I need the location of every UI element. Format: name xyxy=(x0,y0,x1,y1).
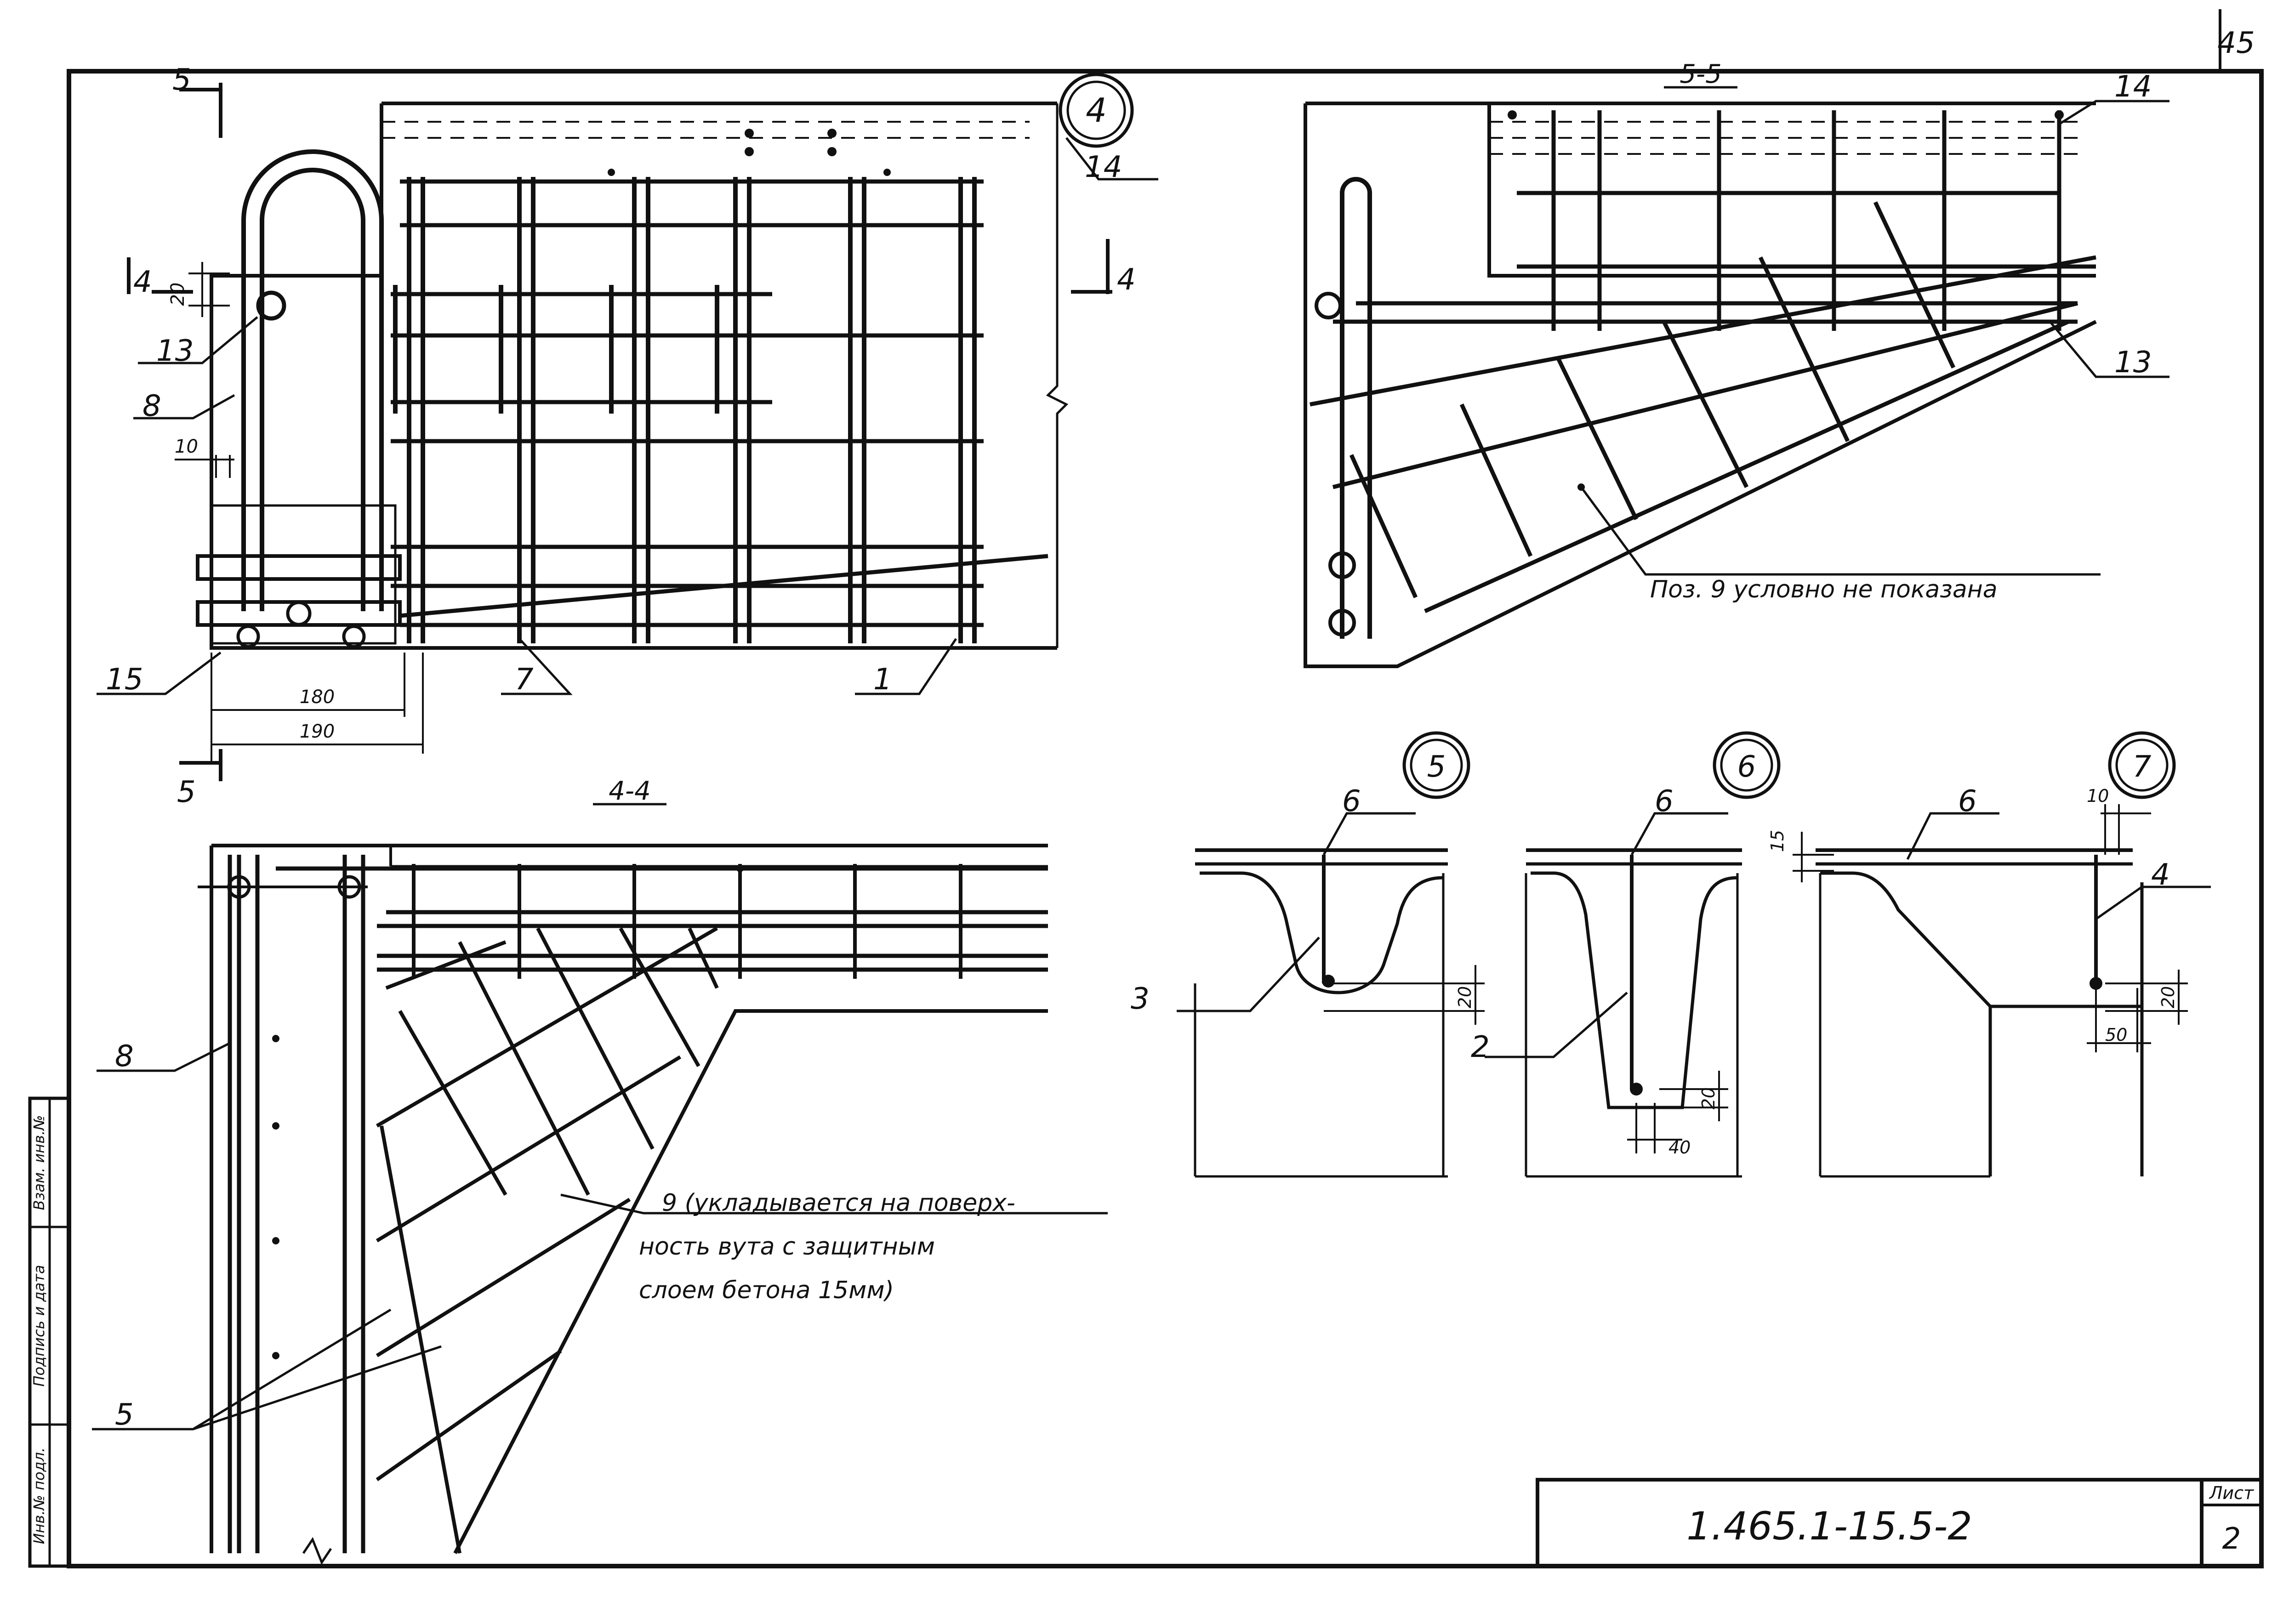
section-4-4-note-line1: 9 (укладывается на поверх- xyxy=(662,1189,1015,1217)
node-5-callout: 5 xyxy=(1427,750,1446,784)
plan-dim-180: 180 xyxy=(300,687,335,708)
node-6-pos-2: 2 xyxy=(1471,1030,1490,1064)
node-7-pos-4: 4 xyxy=(2151,858,2170,892)
plan-section-mark-4-right: 4 xyxy=(1117,263,1136,297)
section-5-5-note: Поз. 9 условно не показана xyxy=(1650,576,1998,603)
node-7-pos-6: 6 xyxy=(1958,784,1977,818)
node-6-callout: 6 xyxy=(1737,750,1756,784)
node-5-detail xyxy=(1177,731,1485,1178)
node-6-detail xyxy=(1485,731,1781,1178)
section-5-5-pos-13: 13 xyxy=(2114,346,2152,380)
section-4-4-pos-5: 5 xyxy=(115,1398,134,1432)
sheet-frame xyxy=(67,9,2264,1568)
node-6-dim-20: 20 xyxy=(1698,1087,1719,1109)
plan-pos-7: 7 xyxy=(515,663,534,697)
section-4-4-pos-8: 8 xyxy=(115,1039,134,1073)
section-4-4-note-line3: слоем бетона 15мм) xyxy=(639,1277,894,1304)
node-7-callout: 7 xyxy=(2133,750,2152,784)
sheet-number: 2 xyxy=(2222,1522,2241,1556)
section-5-5-title: 5-5 xyxy=(1680,59,1721,89)
stamp-signature: Подпись и дата xyxy=(30,1265,48,1386)
plan-pos-14: 14 xyxy=(1085,150,1122,184)
node-7-dim-50: 50 xyxy=(2105,1025,2127,1045)
node-7-detail xyxy=(1793,731,2211,1178)
plan-dim-20: 20 xyxy=(167,283,188,306)
drawing-code: 1.465.1-15.5-2 xyxy=(1686,1504,1972,1549)
plan-pos-13: 13 xyxy=(156,334,194,368)
node-6-pos-6: 6 xyxy=(1655,784,1674,818)
plan-view xyxy=(97,73,1158,781)
stamp-replaced: Взам. инв.№ xyxy=(30,1115,48,1210)
node-7-dim-15: 15 xyxy=(1767,830,1788,852)
node-5-pos-3: 3 xyxy=(1131,982,1150,1016)
plan-pos-1: 1 xyxy=(873,663,892,697)
sheet-label: Лист xyxy=(2209,1483,2255,1503)
stamp-inventory: Инв.№ подл. xyxy=(30,1448,48,1545)
node-5-pos-6: 6 xyxy=(1342,784,1361,818)
section-4-4-title: 4-4 xyxy=(609,776,650,806)
plan-section-mark-5-bottom: 5 xyxy=(177,775,196,809)
plan-section-mark-5-top: 5 xyxy=(172,63,191,97)
plan-dim-190: 190 xyxy=(300,721,335,742)
node-5-dim-20: 20 xyxy=(1455,986,1475,1008)
plan-pos-15: 15 xyxy=(106,663,143,697)
node-7-dim-10: 10 xyxy=(2087,786,2109,806)
plan-section-mark-4-left: 4 xyxy=(133,265,152,299)
section-5-5-pos-14: 14 xyxy=(2114,70,2152,104)
section-5-5-view xyxy=(1304,86,2169,668)
section-4-4-view xyxy=(92,803,1108,1565)
side-stamp xyxy=(28,1096,71,1568)
section-4-4-note-line2: ность вута с защитным xyxy=(639,1233,935,1261)
node-6-dim-40: 40 xyxy=(1668,1137,1691,1158)
plan-callout-label: 4 xyxy=(1086,91,1107,130)
plan-pos-8: 8 xyxy=(142,389,161,423)
plan-dim-10: 10 xyxy=(175,436,198,457)
corner-sheet-number: 45 xyxy=(2217,26,2255,60)
node-7-dim-20: 20 xyxy=(2158,986,2178,1008)
